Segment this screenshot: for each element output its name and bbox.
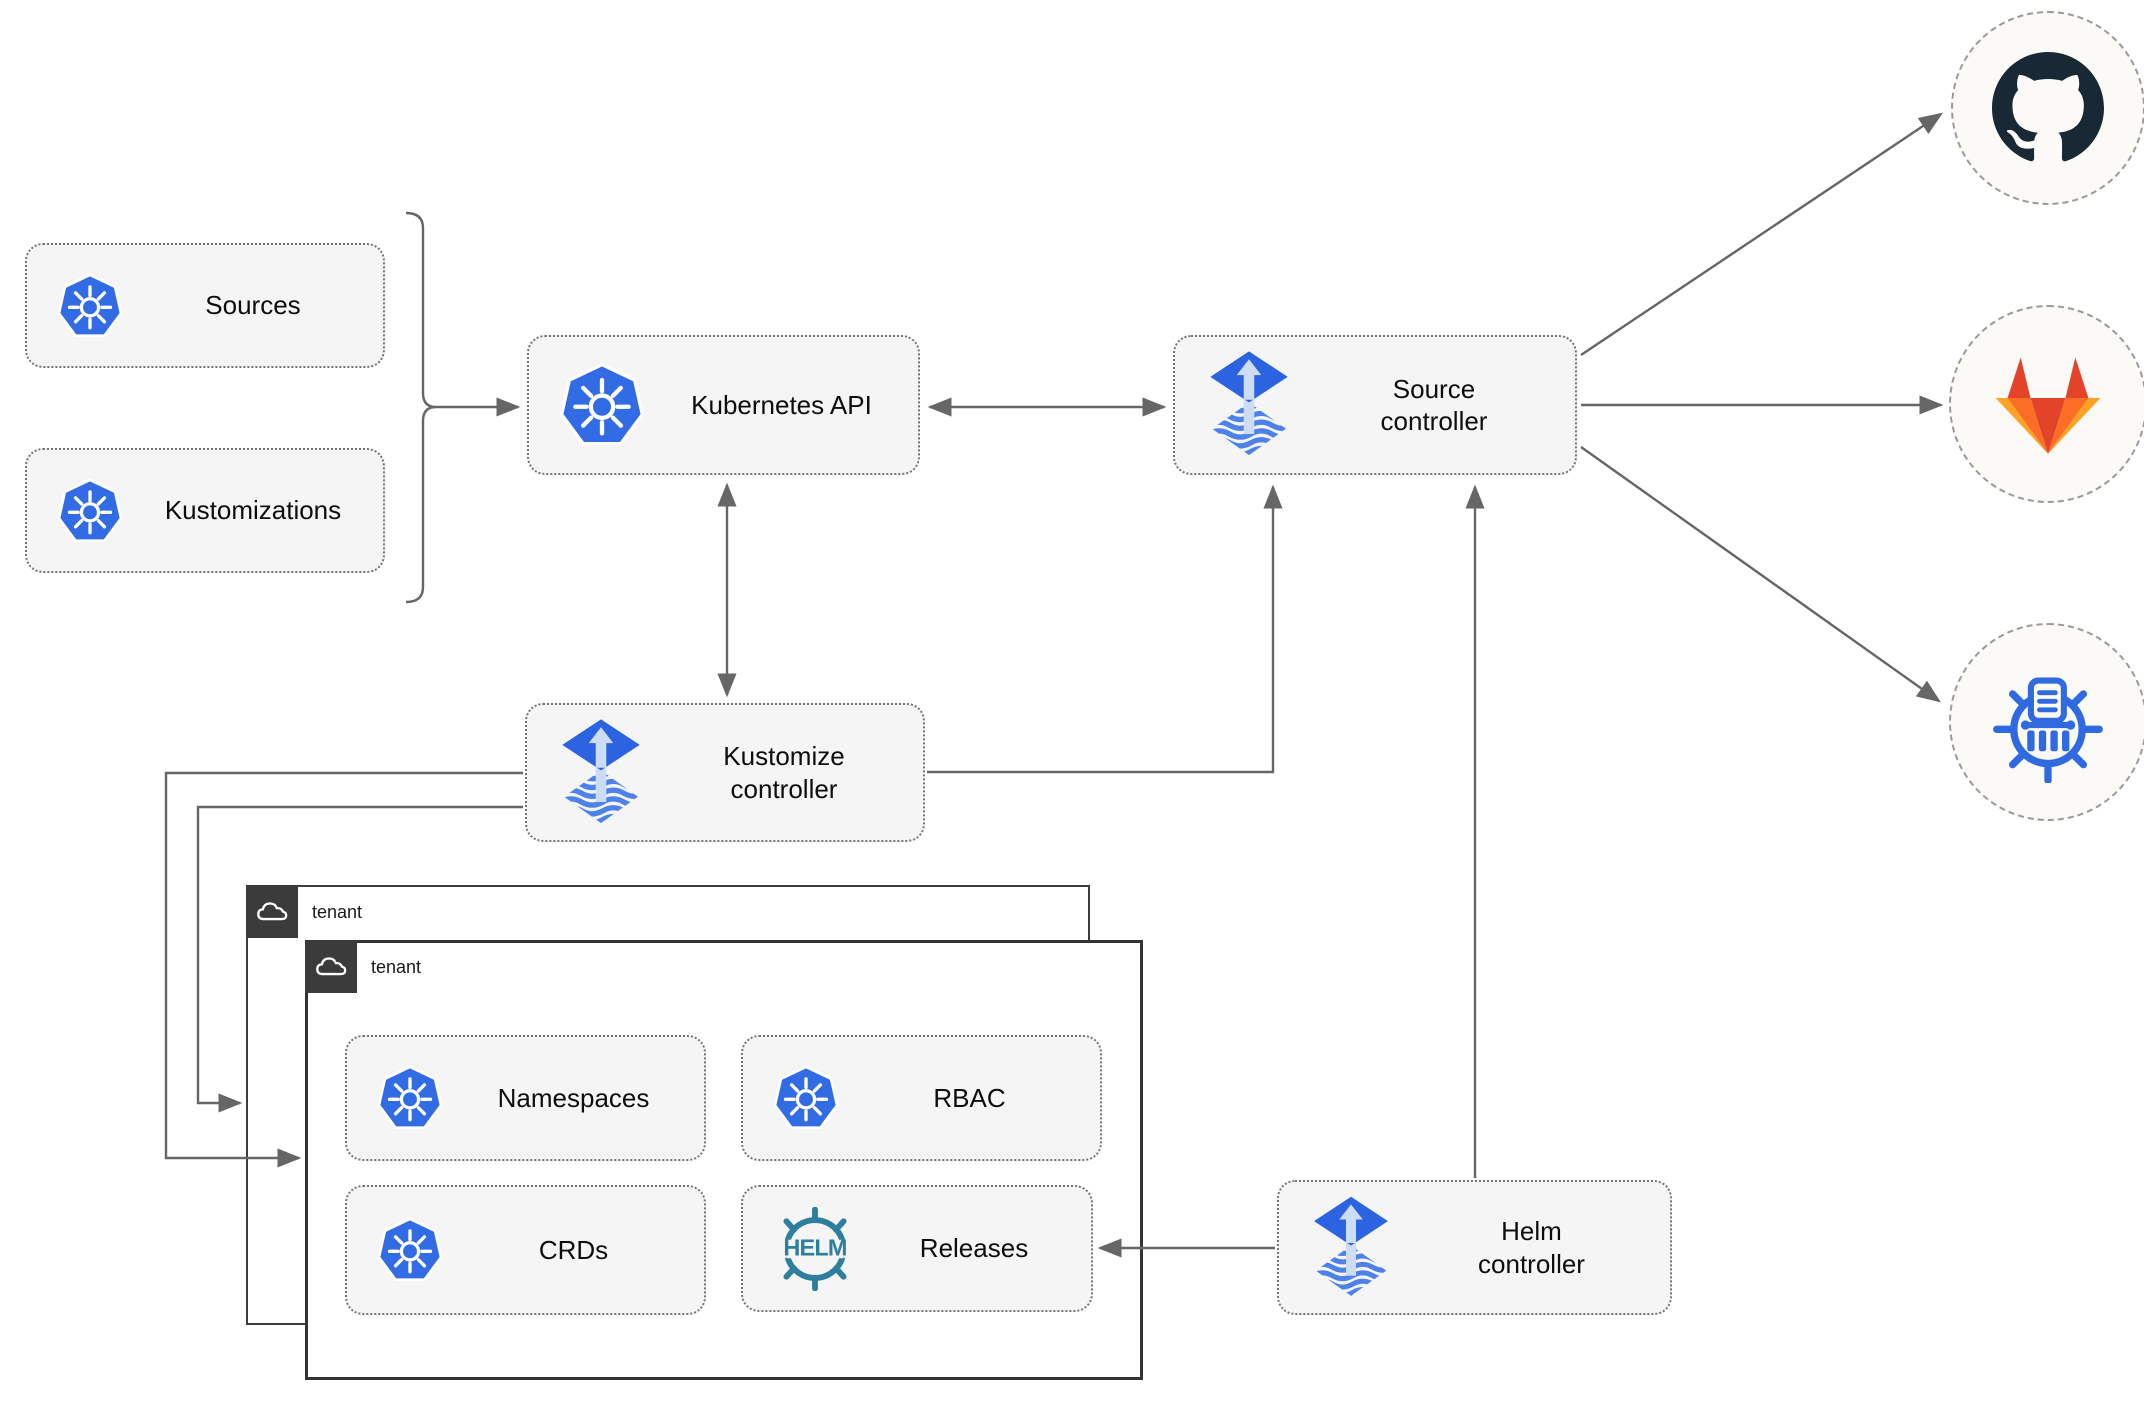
node-label: Source controller [1380, 373, 1488, 437]
chartmuseum-icon [1987, 661, 2109, 783]
node-label: Helm controller [1478, 1216, 1585, 1279]
external-github [1951, 11, 2144, 205]
edge-kustomize-source [927, 484, 1283, 774]
node-source-controller: Source controller [1173, 335, 1577, 475]
node-rbac: RBAC [741, 1035, 1102, 1161]
tenant-label-outer: tenant [312, 902, 363, 922]
external-gitlab [1949, 305, 2144, 503]
helm-icon [773, 1207, 857, 1291]
kubernetes-icon [57, 478, 123, 544]
node-kustomizations: Kustomizations [25, 448, 385, 573]
cloud-icon [314, 954, 348, 979]
node-helm-controller: Helm controller [1277, 1180, 1672, 1315]
flux-icon [1309, 1194, 1393, 1302]
kubernetes-icon [773, 1065, 839, 1131]
node-kustomize-controller: Kustomize controller [525, 703, 925, 842]
gitlab-icon [1993, 351, 2103, 457]
kubernetes-icon [377, 1065, 443, 1131]
node-label: CRDs [538, 1234, 609, 1265]
tenant-label-inner: tenant [371, 957, 422, 977]
node-sources: Sources [25, 243, 385, 368]
github-icon [1992, 52, 2104, 164]
kubernetes-icon [57, 273, 123, 339]
node-kubernetes-api: Kubernetes API [527, 335, 920, 475]
bracket-sources-group [405, 211, 437, 604]
kubernetes-icon [377, 1217, 443, 1283]
node-crds: CRDs [345, 1185, 706, 1315]
node-namespaces: Namespaces [345, 1035, 706, 1161]
edge-source-github [1580, 112, 1943, 356]
kubernetes-icon [559, 362, 645, 448]
edge-source-chartmuseum [1580, 446, 1941, 703]
node-label: Sources [205, 290, 301, 321]
flux-icon [557, 717, 645, 829]
node-label: Kustomizations [164, 495, 342, 526]
node-label: Namespaces [497, 1082, 650, 1113]
tenant-label-badge-outer [246, 885, 298, 938]
tenant-label-badge-inner [305, 940, 357, 993]
node-label: RBAC [933, 1082, 1006, 1113]
node-releases: Releases [741, 1185, 1093, 1312]
node-label: Kubernetes API [691, 389, 872, 420]
flux-icon [1205, 349, 1293, 461]
cloud-icon [255, 899, 289, 924]
node-label: Releases [919, 1233, 1029, 1264]
node-label: Kustomize controller [723, 741, 845, 804]
external-chartmuseum [1949, 623, 2144, 821]
